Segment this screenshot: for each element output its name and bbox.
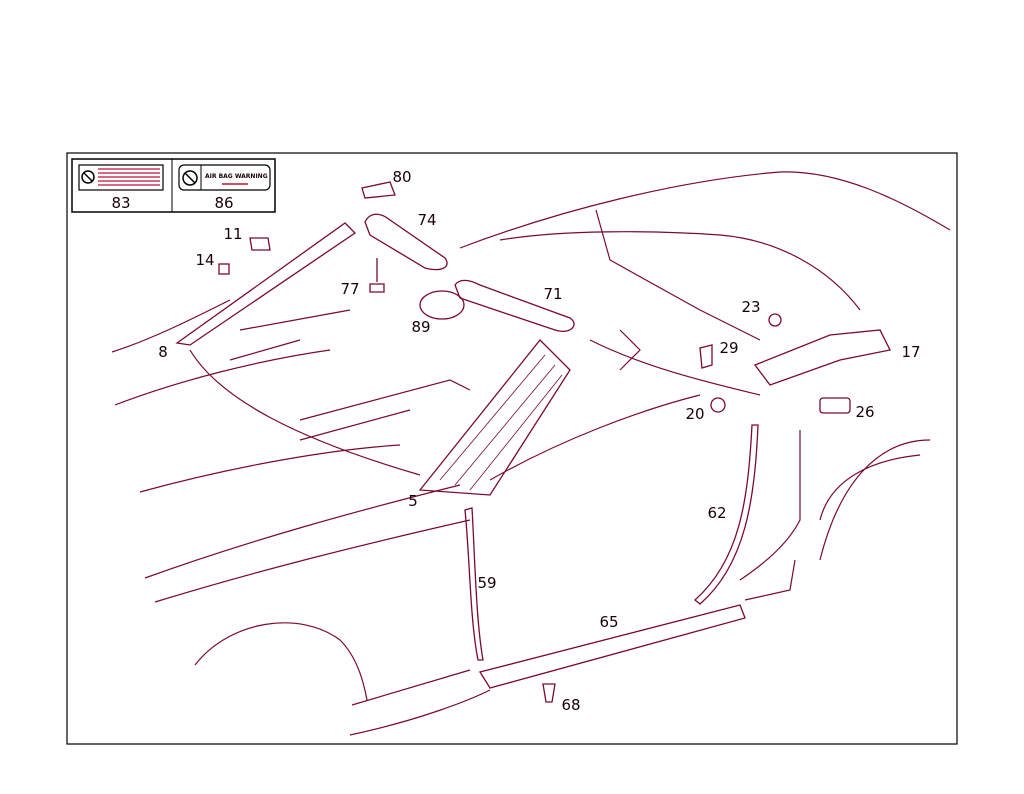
clip-14: [218, 263, 230, 275]
callout-89: 89: [411, 318, 431, 336]
clip-29: [699, 344, 713, 369]
vehicle-outline: [111, 171, 951, 736]
screw-77: [369, 258, 385, 293]
airbag-warning-text: AIR BAG WARNING: [205, 173, 268, 180]
cowl-grille-5: [418, 339, 571, 496]
callout-77: 77: [340, 280, 360, 298]
callout-5: 5: [408, 492, 418, 510]
callout-17: 17: [901, 343, 921, 361]
clip-11: [249, 237, 271, 251]
callout-65: 65: [599, 613, 619, 631]
sun-visor-74: [364, 213, 448, 271]
callout-29: 29: [719, 339, 739, 357]
callout-14: 14: [195, 251, 215, 269]
sun-visor-71: [454, 279, 575, 332]
callout-74: 74: [417, 211, 437, 229]
screw-23: [768, 313, 782, 327]
parts: [175, 181, 891, 703]
callout-62: 62: [707, 504, 727, 522]
legend-number-86: 86: [214, 194, 234, 212]
clip-80: [361, 181, 396, 199]
diagram-frame: [66, 152, 958, 745]
clip-26: [819, 397, 851, 414]
callout-26: 26: [855, 403, 875, 421]
legend-box: [71, 158, 276, 213]
legend-number-83: 83: [111, 194, 131, 212]
mirror-89: [419, 290, 465, 320]
seal-62: [693, 424, 759, 605]
callout-20: 20: [685, 405, 705, 423]
callout-23: 23: [741, 298, 761, 316]
a-pillar-trim: [175, 222, 357, 346]
plug-68: [542, 683, 556, 703]
callout-80: 80: [392, 168, 412, 186]
callout-59: 59: [477, 574, 497, 592]
callout-8: 8: [158, 343, 168, 361]
panel-17: [753, 329, 891, 386]
seal-59: [464, 507, 484, 661]
callout-71: 71: [543, 285, 563, 303]
sill-65: [478, 604, 746, 689]
screw-20: [710, 397, 726, 413]
callout-68: 68: [561, 696, 581, 714]
callout-11: 11: [223, 225, 243, 243]
